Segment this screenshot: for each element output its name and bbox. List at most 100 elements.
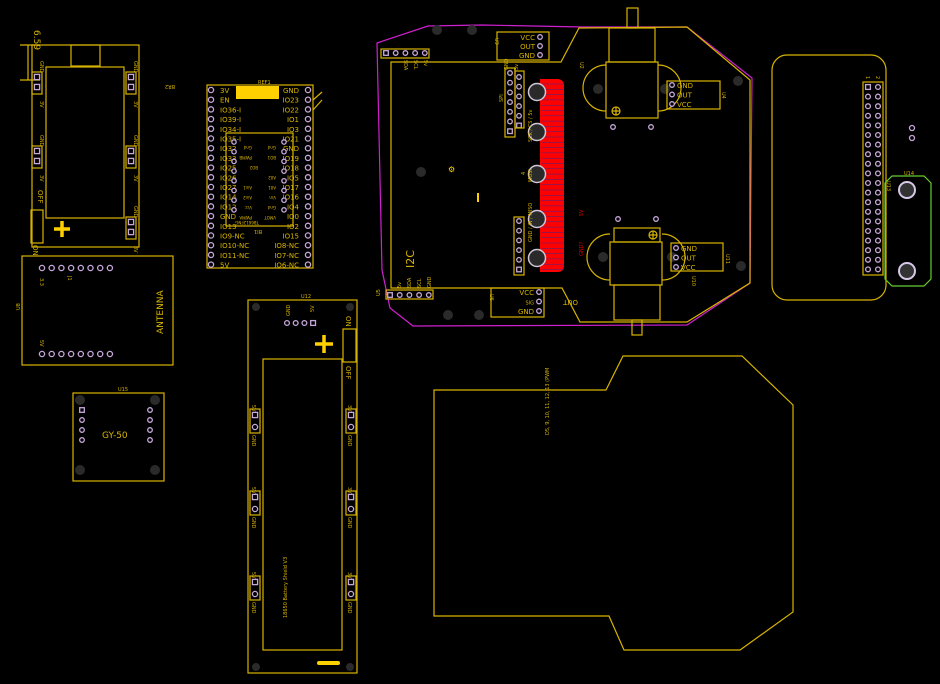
power-switch[interactable] — [30, 209, 44, 244]
pad — [231, 177, 237, 184]
left-module[interactable]: 6.59 OFF ON BR2 GND3VGND3VGND3VGND3VGND3… — [16, 30, 175, 366]
pad — [874, 256, 882, 263]
spi-pin-label: 5v — [514, 64, 520, 70]
bottom-header-label: SCL — [417, 278, 423, 288]
pad — [304, 241, 312, 249]
mount-hole — [252, 663, 260, 671]
pad — [207, 125, 215, 133]
br-label: BR2 — [165, 83, 175, 89]
pad — [207, 115, 215, 123]
pin-label-left: EN — [220, 97, 230, 105]
gy50-ref: U15 — [118, 387, 128, 393]
battery-shield[interactable]: U12 ON OFF GND 5V 18650 Battery Shield V… — [247, 294, 358, 674]
bottom-header-label: GND — [427, 276, 433, 288]
pad — [864, 237, 872, 244]
pad — [516, 103, 522, 110]
connector-hole — [527, 248, 547, 268]
u14-ref: U14 — [904, 171, 914, 177]
pad-label: GND — [346, 517, 352, 529]
mount-hole — [898, 262, 916, 280]
spi-pin-label: GND — [504, 58, 510, 70]
driver-outline — [225, 132, 294, 227]
on-label: ON — [344, 316, 352, 327]
pad — [416, 292, 423, 298]
pad — [874, 151, 882, 158]
pad — [864, 93, 872, 100]
pad — [864, 266, 872, 273]
pad — [87, 350, 94, 358]
pad — [207, 222, 215, 230]
pin-label-right: IO22 — [283, 106, 299, 114]
pad — [207, 251, 215, 259]
pad-label: 3V — [346, 405, 352, 412]
cell-area — [262, 358, 343, 651]
pin-label-left: IO32 — [220, 145, 236, 153]
pad — [251, 590, 259, 598]
u2-ref: U2 — [578, 62, 584, 69]
pad — [281, 148, 287, 155]
pin-label-right: IO2 — [287, 223, 299, 231]
pad — [283, 319, 291, 327]
u6-out-label: OUT — [562, 298, 578, 306]
lower-board-outline — [433, 355, 794, 651]
pad — [874, 189, 882, 196]
battery-switch[interactable] — [342, 328, 357, 363]
pad-pair — [125, 216, 137, 240]
esp32-board[interactable]: REF1 3VENIO36-IIO39-IIO34-IIO35-IIO32IO3… — [206, 80, 323, 270]
lower-board[interactable]: D5, 9, 10, 11, 12, 13 (PWM — [433, 355, 794, 651]
plus-icon — [54, 221, 70, 237]
pin-label-right: IO0 — [287, 213, 299, 221]
u3-pin-label: GND — [519, 52, 535, 60]
square-pad — [347, 411, 355, 419]
pad — [874, 122, 882, 129]
pad — [281, 177, 287, 184]
pad — [874, 237, 882, 244]
battery-outline — [247, 299, 358, 674]
right-board[interactable]: 1 2 U14 U13 — [771, 54, 932, 301]
pad — [874, 218, 882, 225]
pad — [231, 197, 237, 204]
battery-ref: U12 — [301, 294, 311, 300]
pad — [347, 590, 355, 598]
pad — [67, 350, 75, 358]
pad — [874, 199, 882, 206]
pad — [669, 101, 675, 107]
pad — [610, 124, 616, 130]
pad — [874, 179, 882, 187]
logo-mark: ⚙ — [448, 165, 455, 174]
square-pad — [516, 266, 522, 273]
pad — [207, 193, 215, 200]
pin-label-left: IO34-I — [220, 126, 241, 134]
gy50-module[interactable]: U15 GY-50 — [72, 387, 165, 482]
driver-label: BO2 — [249, 165, 258, 170]
pin-label-right: IO1 — [287, 116, 299, 124]
u10-ref: U10 — [690, 276, 696, 286]
pin-label-right: IO23 — [283, 97, 299, 105]
pad — [67, 264, 75, 272]
pad-label: GND — [38, 135, 44, 147]
square-pad — [347, 493, 355, 501]
u11-outline — [670, 242, 724, 272]
pad — [516, 227, 522, 234]
pad — [864, 103, 872, 110]
driver-label: BO1 — [267, 155, 276, 160]
u5-ref: U5 — [376, 289, 382, 296]
pad-label: 3V — [38, 101, 44, 108]
pad — [347, 505, 355, 513]
pad — [304, 125, 312, 133]
top-i2c-header — [380, 48, 430, 59]
dimension-text: 6.59 — [31, 30, 41, 50]
pad-label: GND — [250, 602, 256, 614]
pad-pair — [31, 145, 43, 169]
pad — [304, 193, 312, 200]
pin-label-left: 5V — [220, 262, 229, 270]
gpio-header — [862, 81, 884, 276]
square-pad — [33, 83, 41, 91]
pad — [412, 50, 419, 56]
switch-on-label: ON — [31, 245, 39, 256]
driver-ref: BI1 — [254, 228, 262, 234]
pad-label: GND — [346, 435, 352, 447]
main-board[interactable]: ⚙ I2C SPI U2 U3 U4 U5 U6 U10 U11 OUT VCC… — [376, 7, 753, 336]
u13-ref: U13 — [885, 181, 891, 191]
